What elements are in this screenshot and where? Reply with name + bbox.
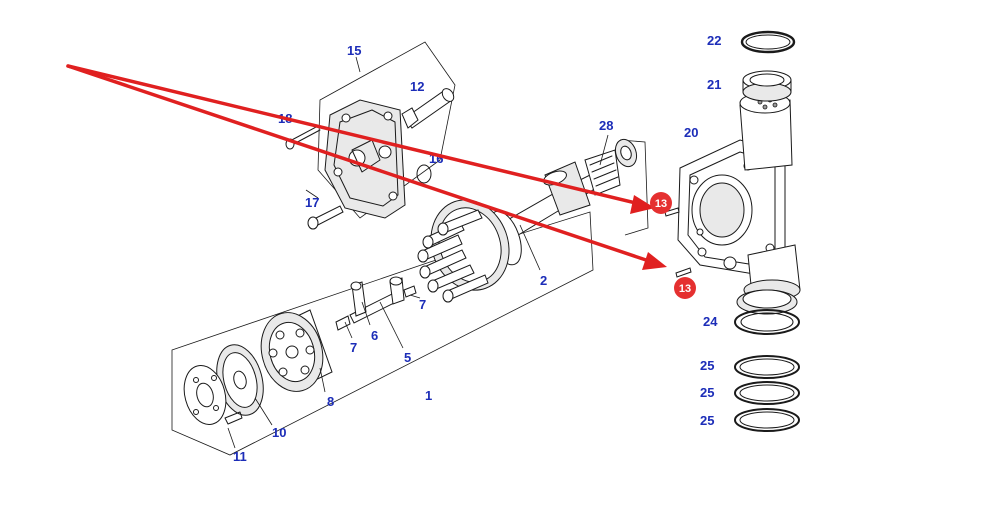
snap-ring-22 [740,30,796,54]
label-part-25a: 25 [700,358,714,373]
ring-25b [734,381,800,405]
arrow-lower-head [642,252,667,270]
valve-plate-10 [216,344,264,416]
label-part-24: 24 [703,314,718,329]
label-part-21: 21 [707,77,721,92]
label-part-25b: 25 [700,385,714,400]
label-part-25c: 25 [700,413,714,428]
assembly-outline-1 [171,211,594,456]
badge-13-upper: 13 [650,192,672,214]
arrow-upper-head [630,195,655,214]
label-part-6: 6 [371,328,378,343]
assembly-outline-15 [317,41,456,219]
port-plate-11 [183,365,243,425]
spring-7a [335,315,351,331]
label-part-28: 28 [599,118,613,133]
badge-13-lower: 13 [674,277,696,299]
center-pin-5 [349,281,405,324]
bearing-28 [614,138,638,168]
bolt-17 [307,205,344,230]
spring-7b [403,285,417,298]
leader-lines [227,56,609,449]
cover-plate-15 [324,99,406,219]
cylinder-block-8 [260,309,333,392]
label-part-8: 8 [327,394,334,409]
pin-13-upper [664,207,680,217]
ring-25c [734,408,800,432]
seal-ring-24 [734,289,800,335]
label-part-7a: 7 [350,340,357,355]
housing-20 [677,92,801,301]
label-part-5: 5 [404,350,411,365]
label-part-7b: 7 [419,297,426,312]
arrow-upper [66,64,642,206]
pin-12 [401,88,455,129]
label-part-22: 22 [707,33,721,48]
label-part-20: 20 [684,125,698,140]
label-part-10: 10 [272,425,286,440]
label-part-1: 1 [425,388,432,403]
label-part-15: 15 [347,43,361,58]
badge-13-lower-text: 13 [679,283,691,295]
pin-13-lower [675,267,692,278]
bracket-28 [619,139,649,236]
label-part-11: 11 [233,449,247,464]
pin-6 [389,276,405,305]
o-ring-16 [416,164,432,184]
label-part-17: 17 [305,195,319,210]
ring-25a [734,355,800,379]
label-part-2: 2 [540,273,547,288]
red-arrows [66,64,667,270]
label-part-12: 12 [410,79,424,94]
badge-13-upper-text: 13 [655,198,667,210]
piston-group [417,199,510,303]
arrow-lower [66,64,654,264]
bushing-21 [742,70,792,102]
